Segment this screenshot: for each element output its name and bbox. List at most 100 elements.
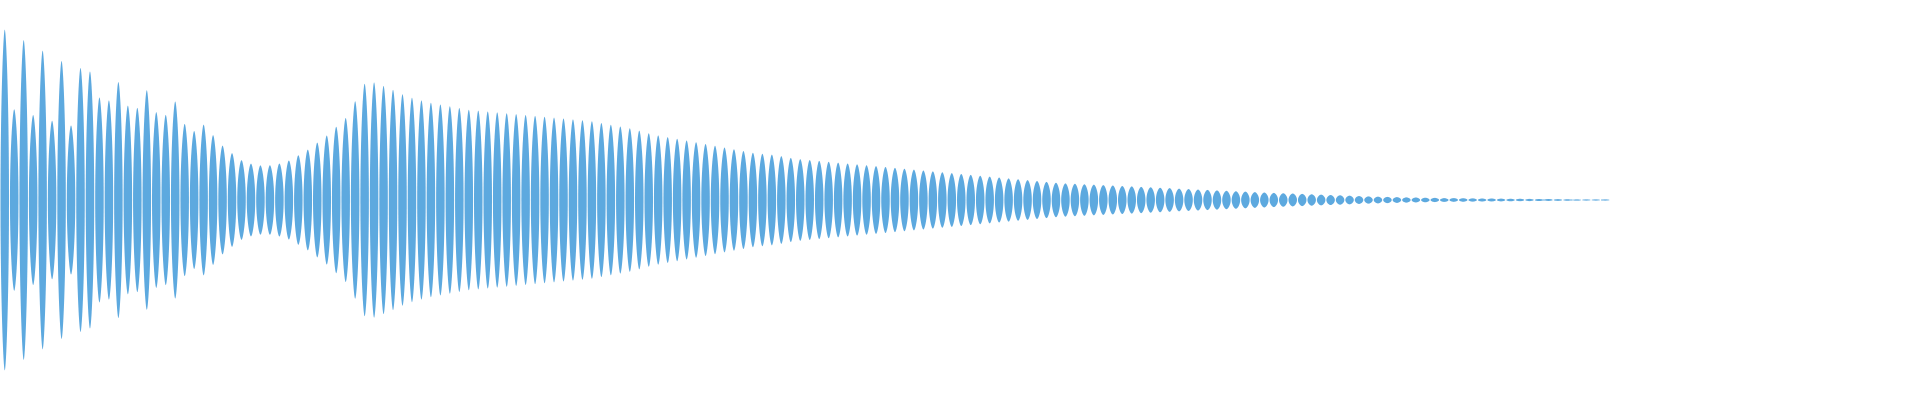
waveform-lobe (95, 97, 104, 303)
waveform-lobe (1534, 198, 1544, 202)
waveform-lobe (1544, 199, 1553, 201)
waveform-lobe (1345, 195, 1354, 205)
waveform-lobe (294, 155, 303, 245)
waveform-lobe (748, 152, 758, 248)
waveform-lobe (597, 122, 606, 278)
waveform-lobe (814, 160, 824, 240)
waveform-lobe (38, 50, 47, 350)
waveform-lobe (1222, 190, 1231, 210)
waveform-lobe (957, 173, 966, 227)
waveform-lobe (1212, 190, 1222, 210)
waveform-lobe (265, 165, 275, 235)
waveform-lobe (919, 170, 928, 230)
waveform-lobe (587, 121, 597, 279)
waveform-lobe (19, 40, 28, 360)
waveform-lobe (256, 165, 265, 235)
waveform-lobe (1279, 193, 1288, 207)
waveform-lobe (843, 163, 852, 237)
waveform-lobe (1118, 185, 1127, 215)
waveform-lobe (114, 82, 123, 318)
waveform-lobe (1155, 187, 1165, 213)
waveform-lobe (1591, 199, 1601, 201)
waveform-lobe (180, 123, 189, 277)
waveform-lobe (313, 142, 322, 258)
waveform-lobe (1354, 196, 1364, 204)
waveform-lobe (672, 138, 682, 262)
waveform-lobe (388, 89, 398, 311)
waveform-lobe (1070, 183, 1080, 217)
waveform-lobe (881, 167, 890, 233)
waveform-lobe (1496, 198, 1506, 202)
waveform-lobe (161, 114, 170, 286)
waveform-lobe (85, 71, 95, 329)
waveform-lobe (862, 165, 871, 235)
waveform-lobe (189, 131, 199, 269)
waveform-lobe (1307, 194, 1316, 206)
waveform-lobe (303, 149, 313, 251)
waveform-lobe (1468, 198, 1477, 202)
waveform-lobe (284, 160, 294, 240)
waveform-lobe (540, 116, 549, 284)
waveform-lobe (1430, 197, 1440, 203)
waveform-lobe (710, 145, 720, 255)
waveform-lobe (407, 97, 417, 303)
waveform-lobe (1013, 179, 1023, 221)
waveform-lobe (900, 168, 909, 232)
waveform-lobe (9, 109, 19, 291)
waveform-lobe (758, 153, 767, 247)
waveform-lobe (975, 175, 985, 225)
waveform-lobe (1260, 192, 1269, 208)
waveform-lobe (436, 104, 445, 296)
waveform-lobe (786, 157, 796, 243)
waveform-lobe (123, 105, 133, 295)
waveform-lobe (909, 169, 919, 231)
waveform-lobe (606, 124, 616, 276)
waveform-lobe (1411, 197, 1421, 203)
waveform-lobe (994, 177, 1004, 223)
waveform-lobe (502, 113, 511, 287)
waveform-lobe (833, 162, 843, 238)
waveform-lobe (350, 101, 360, 299)
waveform-lobe (1506, 198, 1515, 202)
waveform-lobe (455, 108, 464, 292)
waveform-lobe (568, 119, 578, 281)
waveform-lobe (691, 142, 701, 258)
waveform-lobe (1099, 185, 1108, 215)
waveform-lobe (76, 68, 85, 332)
waveform-lobe (360, 83, 369, 317)
waveform-lobe (1364, 196, 1373, 204)
waveform-lobe (928, 171, 938, 229)
waveform-lobe (1032, 180, 1042, 220)
waveform-lobe (1440, 198, 1449, 202)
waveform-lobe (474, 110, 483, 290)
waveform-lobe (985, 176, 994, 224)
waveform-lobe (805, 160, 814, 240)
waveform-lobe (1146, 187, 1155, 213)
waveform-lobe (720, 147, 729, 253)
waveform-lobe (663, 137, 672, 263)
waveform-lobe (729, 149, 739, 251)
waveform-lobe (237, 160, 246, 240)
waveform-lobe (492, 112, 502, 288)
waveform-lobe (1089, 184, 1099, 216)
waveform-lobe (445, 106, 455, 294)
waveform-lobe (57, 61, 66, 339)
waveform-lobe (133, 107, 142, 293)
waveform-lobe (1250, 192, 1260, 208)
waveform-lobe (275, 163, 284, 237)
waveform-lobe (1184, 189, 1193, 211)
waveform-lobe (379, 85, 388, 315)
waveform-lobe (208, 135, 218, 265)
waveform-lobe (1042, 181, 1051, 219)
waveform-lobe (890, 167, 900, 233)
waveform-lobe (1193, 189, 1203, 211)
waveform-lobe (1136, 186, 1146, 214)
waveform-lobe (1165, 188, 1174, 212)
waveform-lobe (1582, 199, 1591, 201)
waveform-lobe (398, 94, 407, 306)
waveform-lobe (559, 118, 568, 282)
waveform-lobe (1269, 192, 1279, 208)
waveform-lobe (1335, 195, 1345, 205)
